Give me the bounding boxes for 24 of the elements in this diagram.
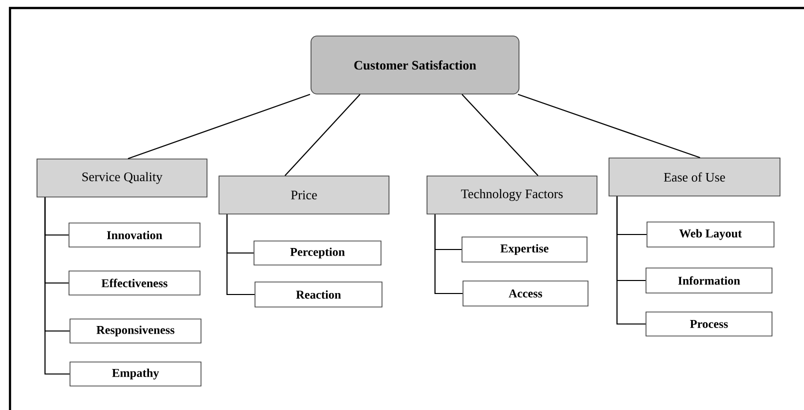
category-box: Ease of Use (608, 158, 780, 196)
category-box: Technology Factors (426, 176, 598, 214)
elbow-connector (616, 196, 646, 325)
item-box: Responsiveness (70, 318, 202, 344)
category-box: Price (218, 176, 390, 214)
connector-line (462, 94, 538, 176)
elbow-connector (434, 214, 463, 294)
item-box: Innovation (68, 222, 200, 248)
category-box: Service Quality (36, 158, 208, 198)
connector-line (518, 94, 700, 158)
elbow-connector (226, 214, 255, 296)
connector-line (128, 94, 310, 160)
item-box: Information (646, 268, 772, 294)
item-box: Process (646, 312, 772, 336)
connector-line (284, 94, 360, 176)
item-box: Effectiveness (68, 270, 200, 296)
elbow-connector (44, 197, 70, 375)
item-box: Reaction (254, 282, 382, 308)
item-box: Expertise (462, 236, 588, 262)
item-box: Web Layout (646, 222, 774, 248)
item-box: Access (462, 280, 588, 306)
root-box: Customer Satisfaction (310, 36, 520, 94)
item-box: Empathy (70, 362, 202, 386)
item-box: Perception (254, 240, 382, 266)
